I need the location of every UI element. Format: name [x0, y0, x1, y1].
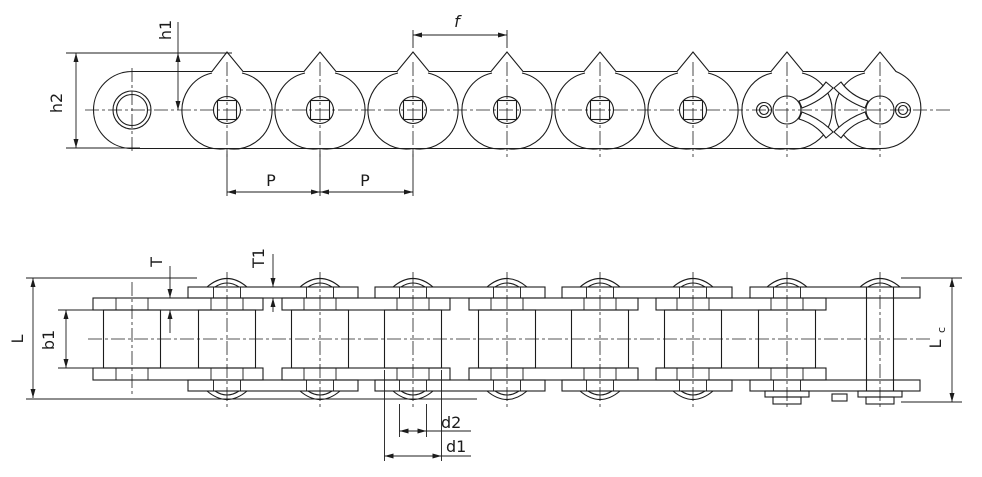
dim-label-Lc-main: L — [926, 339, 945, 348]
clip-arm — [833, 81, 869, 109]
spring-clip-fasteners — [764, 390, 903, 405]
clip-arm — [798, 81, 834, 109]
dim-label-Lc-sub: c — [935, 327, 948, 333]
bushing-hole-inner — [115, 93, 149, 127]
inner-link-plates — [92, 297, 827, 381]
teardrop-arcs — [181, 72, 881, 150]
pin-heads-top — [206, 277, 901, 288]
connecting-pin-body — [865, 287, 895, 391]
dim-label-b1: b1 — [39, 330, 58, 350]
plan-view: T T1 L b1 L c d2 d1 — [8, 248, 962, 461]
side-view: h1 h2 f P P — [47, 12, 950, 196]
dim-label-d1: d1 — [446, 437, 466, 456]
dim-label-pitch-2: P — [360, 171, 370, 190]
dim-label-T: T — [147, 257, 166, 268]
plan-view-centerlines — [88, 272, 932, 407]
square-hole-bushings — [212, 95, 708, 125]
side-view-dimension-lines — [66, 22, 508, 196]
dim-label-h1: h1 — [156, 20, 175, 40]
bushing-hole-outer — [112, 90, 152, 130]
dim-label-L: L — [8, 334, 27, 343]
side-view-dimension-arrows — [73, 32, 507, 195]
dim-label-h2: h2 — [47, 93, 66, 113]
dim-label-f: f — [454, 12, 462, 31]
clip-arm — [833, 111, 869, 139]
side-view-centerlines — [85, 62, 950, 157]
clip-arm — [798, 111, 834, 139]
pin-bushing-ticks — [115, 287, 804, 391]
dim-label-pitch-1: P — [266, 171, 276, 190]
pin-heads-bottom — [206, 390, 714, 401]
rollers — [102, 309, 817, 369]
outer-link-plates — [187, 286, 921, 392]
plan-view-dimension-lines — [26, 254, 962, 461]
spring-clip-pins — [755, 81, 912, 139]
dim-label-T1: T1 — [249, 248, 268, 269]
dim-label-d2: d2 — [441, 413, 461, 432]
